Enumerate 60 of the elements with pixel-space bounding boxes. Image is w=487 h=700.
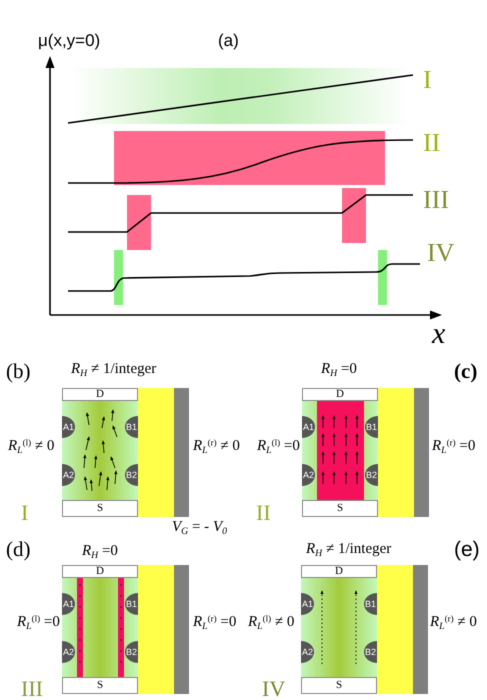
resistance-label: R$_{L}$$^{(l)}$ ≠ 0 <box>8 438 54 454</box>
source-electrode: S <box>301 677 377 694</box>
contact-pad: A2 <box>62 641 75 663</box>
gate-electrode <box>174 388 189 517</box>
gate-electrode <box>413 565 428 694</box>
contact-pad: B2 <box>364 641 377 663</box>
insulator-layer <box>138 388 174 517</box>
resistance-label: R$_{H}$ ≠ 1/integer <box>306 541 392 558</box>
regime-label: I <box>21 501 28 526</box>
resistance-label: R$_{L}$$^{(r)}$ =0 <box>193 614 236 630</box>
curve-label: I <box>423 66 432 95</box>
panel-label: (c) <box>454 360 478 384</box>
resistance-label: R$_{L}$$^{(r)}$ ≠ 0 <box>193 438 240 454</box>
source-electrode: S <box>302 500 378 517</box>
contact-pad: B1 <box>364 593 377 615</box>
panel-label: (a) <box>218 32 239 51</box>
contact-pad: B2 <box>365 464 378 486</box>
axis-title: μ(x,y=0) <box>38 32 100 51</box>
drain-electrode: D <box>302 388 378 401</box>
contact-pad: A2 <box>302 464 315 486</box>
contact-pad: A2 <box>62 464 75 486</box>
curve-label: II <box>423 129 440 158</box>
insulator-layer <box>378 388 414 517</box>
resistance-label: R$_{H}$ =0 <box>321 361 357 378</box>
panel-label: (d) <box>6 538 30 562</box>
resistance-label: R$_{L}$$^{(l)}$ ≠ 0 <box>248 614 294 630</box>
resistance-label: R$_{L}$$^{(l)}$ =0 <box>257 438 300 454</box>
panel-label: (b) <box>6 360 30 384</box>
gate-electrode <box>174 565 189 694</box>
contact-pad: A1 <box>301 593 314 615</box>
regime-label: III <box>21 677 43 700</box>
drain-electrode: D <box>301 565 377 578</box>
contact-pad: B1 <box>365 416 378 438</box>
resistance-label: R$_{H}$ =0 <box>82 543 118 560</box>
source-electrode: S <box>62 500 138 517</box>
insulator-layer <box>377 565 413 694</box>
regime-label: II <box>256 501 271 526</box>
drain-electrode: D <box>62 388 138 401</box>
curve-label: III <box>423 186 449 215</box>
axis-title: x <box>432 317 446 350</box>
resistance-label: R$_{L}$$^{(l)}$ =0 <box>17 614 60 630</box>
contact-pad: B1 <box>125 416 138 438</box>
resistance-label: R$_{H}$ ≠ 1/integer <box>71 361 156 378</box>
resistance-label: R$_{L}$$^{(r)}$ ≠ 0 <box>430 614 477 630</box>
contact-pad: B2 <box>125 641 138 663</box>
insulator-layer <box>138 565 174 694</box>
contact-pad: A2 <box>301 641 314 663</box>
voltage-label: V$_{G}$ = - V$_{0}$ <box>172 519 227 536</box>
contact-pad: B1 <box>125 593 138 615</box>
panel-label: (e) <box>454 538 480 562</box>
contact-pad: A1 <box>62 416 75 438</box>
resistance-label: R$_{L}$$^{(r)}$ =0 <box>432 438 476 454</box>
contact-pad: A1 <box>302 416 315 438</box>
curve-label: IV <box>427 239 454 268</box>
source-electrode: S <box>62 677 138 694</box>
gate-electrode <box>414 388 429 517</box>
drain-electrode: D <box>62 565 138 578</box>
contact-pad: B2 <box>125 464 138 486</box>
regime-label: IV <box>262 677 286 700</box>
contact-pad: A1 <box>62 593 75 615</box>
